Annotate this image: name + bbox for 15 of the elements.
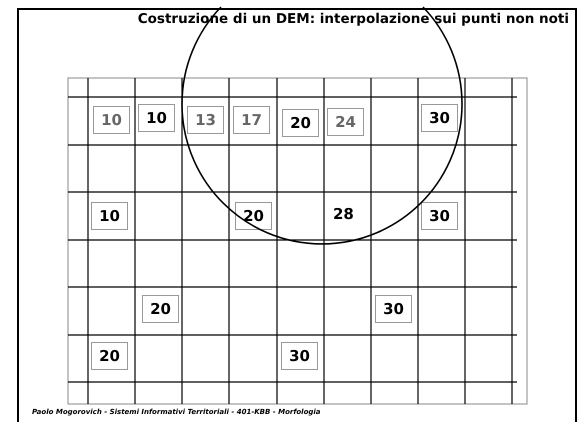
value-box: 20 (282, 109, 319, 137)
value-box: 20 (91, 342, 128, 370)
value-box: 30 (421, 202, 458, 230)
value-box: 30 (375, 295, 412, 323)
value-box: 30 (281, 342, 318, 370)
value-label: 28 (333, 205, 354, 223)
value-box: 20 (235, 202, 272, 230)
value-box: 13 (187, 106, 224, 134)
value-box: 10 (138, 104, 175, 132)
value-box: 17 (233, 106, 270, 134)
value-box: 10 (91, 202, 128, 230)
value-box: 24 (327, 108, 364, 136)
value-box: 10 (93, 106, 130, 134)
value-box: 30 (421, 104, 458, 132)
value-box: 20 (142, 295, 179, 323)
